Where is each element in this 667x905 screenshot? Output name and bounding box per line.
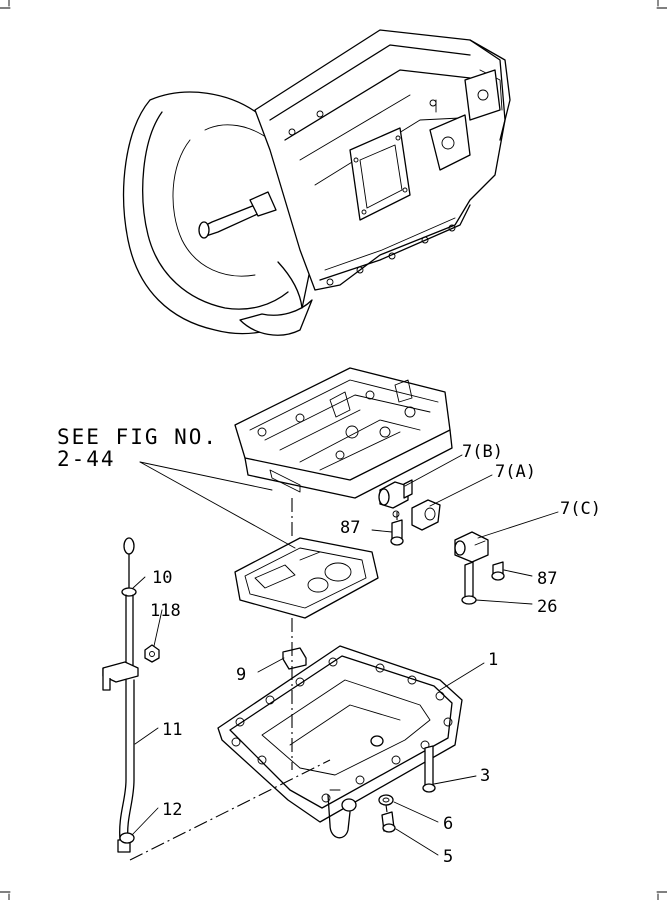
transmission-assembly (122, 29, 511, 336)
callout-6: 6 (443, 814, 453, 834)
drain-plug-5 (381, 811, 396, 833)
bolt-87-right (491, 561, 505, 581)
callout-11: 11 (162, 720, 182, 740)
callout-7b: 7(B) (462, 442, 503, 462)
callout-87-upper: 87 (340, 518, 360, 538)
callout-5: 5 (443, 847, 453, 867)
see-fig-number: 2-44 (57, 447, 116, 471)
callout-7c: 7(C) (560, 499, 601, 519)
bolt-26 (461, 561, 477, 605)
assembly-lines (129, 498, 398, 861)
callout-26: 26 (537, 597, 557, 617)
callout-12: 12 (162, 800, 182, 820)
oil-strainer (234, 537, 379, 619)
gasket-6 (378, 794, 394, 806)
bolt-3 (422, 745, 436, 793)
callout-9: 9 (236, 665, 246, 685)
solenoid-7c (454, 531, 489, 563)
callout-7a: 7(A) (495, 462, 536, 482)
valve-body (234, 367, 453, 499)
bolt-87-upper (390, 519, 404, 546)
callout-3: 3 (480, 766, 490, 786)
callout-87-right: 87 (537, 569, 557, 589)
see-fig-label: SEE FIG NO. (57, 425, 218, 449)
leader-lines (131, 454, 559, 856)
callout-118: 118 (150, 601, 181, 621)
callout-1: 1 (488, 650, 498, 670)
dipstick-assembly (102, 537, 160, 853)
solenoid-7b (378, 479, 413, 518)
oil-pan (217, 645, 463, 839)
solenoid-7a (411, 499, 441, 531)
magnet-9 (282, 647, 307, 670)
callout-10: 10 (152, 568, 172, 588)
